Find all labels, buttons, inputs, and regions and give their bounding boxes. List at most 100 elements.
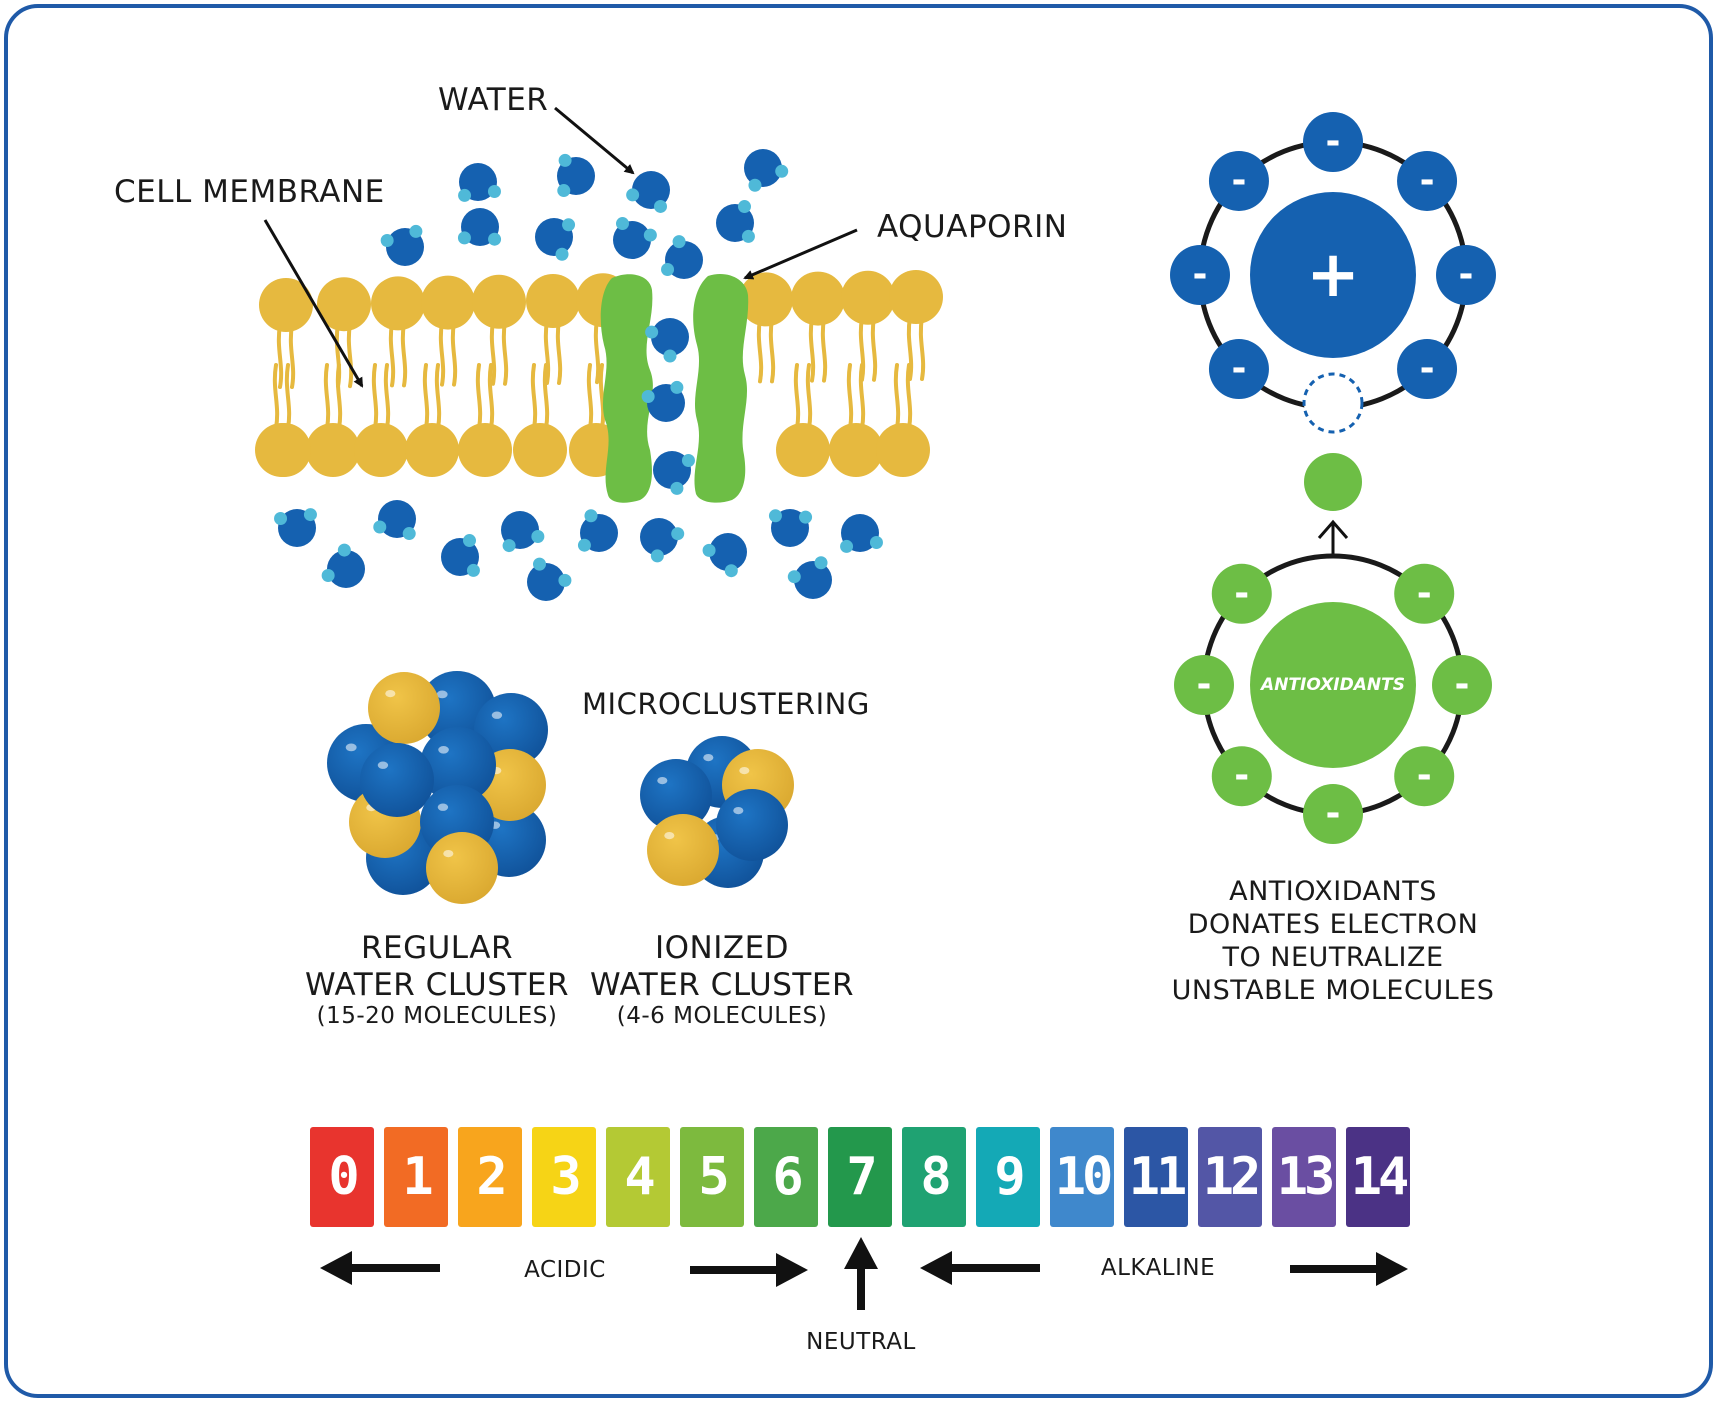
regular-cluster-count: (15-20 MOLECULES) (316, 1003, 558, 1029)
lipid-tail (820, 316, 828, 383)
lipid-head (259, 278, 313, 332)
ph-box-1: 1 (384, 1127, 448, 1227)
lipid-tail (858, 363, 866, 430)
water-arrow (554, 106, 635, 175)
plus-sign: + (1306, 238, 1360, 312)
aquaporin-channel (600, 274, 749, 503)
lipid-tail (793, 363, 801, 430)
aquaporin-right (693, 274, 749, 503)
cell-membrane-label: CELL MEMBRANE (114, 174, 385, 210)
antioxidant-caption-1: ANTIOXIDANTS (1229, 876, 1437, 907)
ph-box-8: 8 (902, 1127, 966, 1227)
water-molecule (321, 543, 365, 588)
lipid-tail (388, 321, 396, 388)
lipid-tail (598, 363, 606, 430)
lipid-tail (422, 363, 430, 430)
electron: - (1208, 150, 1269, 211)
blue-molecule (420, 727, 496, 803)
electron: - (1394, 563, 1455, 624)
lipid-tail (808, 316, 816, 383)
ionized-water-cluster (640, 736, 794, 888)
water-label: WATER (438, 82, 549, 118)
water-molecule (626, 171, 670, 213)
alkaline-label: ALKALINE (1100, 1255, 1216, 1281)
lipid-tail (756, 317, 764, 384)
lipid-tail (489, 319, 497, 386)
lipid-tail (593, 318, 601, 385)
ionized-cluster-title-2: WATER CLUSTER (590, 967, 854, 1003)
water-molecule (441, 534, 480, 577)
water-molecule (458, 163, 501, 202)
gold-molecule (368, 672, 440, 744)
lipid-tail (272, 363, 280, 430)
electron: - (1211, 746, 1272, 807)
minus-sign: - (1231, 160, 1246, 201)
aquaporin-left (600, 274, 653, 503)
lipid-head (791, 271, 845, 326)
minus-sign: - (1417, 573, 1432, 614)
lipid-tail (323, 363, 331, 430)
electron: - (1397, 339, 1458, 400)
electron: - (1436, 245, 1496, 305)
regular-water-cluster (327, 671, 548, 904)
lipid-head (354, 423, 408, 477)
water-molecule (535, 218, 576, 261)
lipid-tail (288, 323, 296, 389)
ph-box-4: 4 (606, 1127, 670, 1227)
ph-box-11: 11 (1124, 1127, 1188, 1227)
minus-sign: - (1231, 348, 1246, 389)
lipid-head (841, 270, 895, 325)
water-molecule (380, 224, 424, 266)
water-molecule (702, 533, 747, 578)
antioxidant-caption-3: TO NEUTRALIZE (1222, 942, 1444, 973)
minus-sign: - (1326, 121, 1341, 162)
gold-molecule (426, 832, 498, 904)
lipid-head (458, 423, 512, 477)
lipid-tail (371, 363, 379, 430)
ph-box-14: 14 (1346, 1127, 1410, 1227)
lipid-tail (870, 315, 878, 382)
electron: - (1432, 655, 1492, 715)
lipid-tail (586, 363, 594, 430)
lipid-head (421, 275, 475, 330)
lipid-head (371, 276, 425, 331)
lipid-tail (906, 315, 914, 381)
electron: - (1397, 150, 1458, 211)
lipid-head (306, 423, 360, 477)
ph-box-7: 7 (828, 1127, 892, 1227)
water-molecule (768, 509, 813, 547)
electron: - (1170, 245, 1230, 305)
unstable-nucleus (1250, 192, 1416, 358)
lipid-tail (542, 363, 550, 430)
water-molecule (653, 451, 695, 495)
antioxidant-caption-4: UNSTABLE MOLECULES (1171, 975, 1495, 1006)
minus-sign: - (1455, 664, 1470, 705)
regular-cluster-title-2: WATER CLUSTER (305, 967, 569, 1003)
minus-sign: - (1234, 573, 1249, 614)
lipid-head (257, 423, 311, 477)
lipid-tail (450, 320, 458, 387)
lipid-head (876, 423, 930, 477)
ionized-cluster-title-1: IONIZED (654, 930, 790, 966)
minus-sign: - (1193, 254, 1208, 295)
ph-box-10: 10 (1050, 1127, 1114, 1227)
minus-sign: - (1417, 755, 1432, 796)
electron: - (1303, 784, 1363, 844)
lipid-tail (276, 323, 284, 389)
ph-box-5: 5 (680, 1127, 744, 1227)
lipid-tail (768, 317, 776, 384)
water-molecule (577, 509, 618, 552)
water-molecules (274, 149, 883, 601)
lipid-tail (438, 320, 446, 387)
neutral-label: NEUTRAL (806, 1329, 916, 1355)
electron: - (1394, 746, 1455, 807)
ph-box-3: 3 (532, 1127, 596, 1227)
unstable-molecule: - - - - - - - (1170, 112, 1496, 434)
electron: - (1208, 339, 1269, 400)
electron: - (1174, 655, 1234, 715)
electron: - (1211, 563, 1272, 624)
lipid-tail (805, 363, 813, 430)
lipid-tail (383, 363, 391, 430)
water-molecule (613, 217, 657, 259)
